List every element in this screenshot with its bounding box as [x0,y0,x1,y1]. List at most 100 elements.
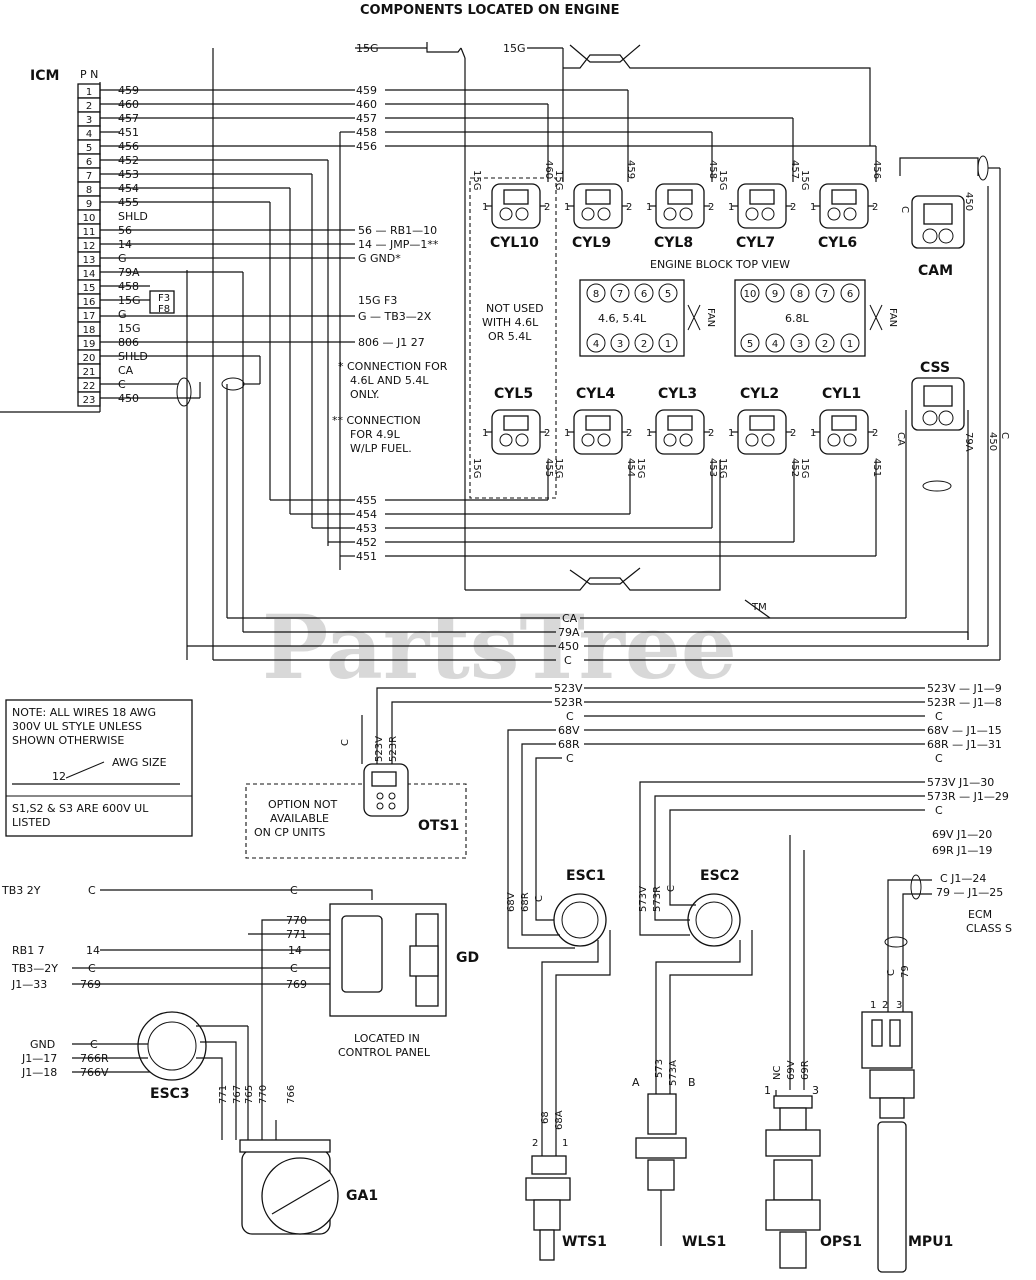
ops1-label: OPS1 [820,1234,862,1250]
bus-c-2: C [566,752,574,765]
term-j1-25: 79 — J1—25 [936,886,1003,899]
engine-small-cylinder-number: 6 [641,289,647,300]
icm-pin-number: 11 [83,227,96,238]
ops1-sensor [765,1090,821,1269]
ops1-wire-69r: 69R [800,1060,811,1080]
engine-small-cylinder-number: 2 [641,339,647,350]
esc3-wire-766v: 766V [80,1066,109,1079]
gd-located-line-1: LOCATED IN [354,1032,420,1045]
wls1-pin-a: A [632,1076,640,1089]
engine-large-cylinder [765,333,785,353]
engine-small-cylinder [658,333,678,353]
bus-label-451: 451 [356,550,377,563]
cyl8-pin-1: 1 [646,202,652,213]
not-used-line-1: NOT USED [486,302,544,315]
awg-number: 12 [52,770,66,783]
icm-pin-number: 6 [86,157,92,168]
engine-small-cylinder [610,283,630,303]
icm-pin-number: 18 [83,325,96,336]
gd-right-wire-c: C [290,962,298,975]
mpu1-sensor [861,1000,915,1273]
term-c-1: C [935,710,943,723]
icm-pin-number: 22 [83,381,96,392]
note-2-line-2: FOR 4.9L [350,428,401,441]
gd-governor-driver [72,889,447,1080]
ga1-wire-767: 767 [232,1085,243,1104]
engine-small-cylinder [634,333,654,353]
engine-large-cylinder [790,333,810,353]
ga1-label: GA1 [346,1188,378,1204]
engine-large-cylinder-number: 3 [797,339,803,350]
icm-pin-number: 12 [83,241,96,252]
term-rb1-10: 56 — RB1—10 [358,224,437,237]
cyl9-label: CYL9 [572,235,611,251]
mpu1-wire-c: C [886,969,897,976]
cyl9-pin-1: 1 [564,202,570,213]
cyl7-label: CYL7 [736,235,775,251]
bus-label-460: 460 [356,98,377,111]
engine-large-cylinder-number: 7 [822,289,828,300]
cyl2-pin-2: 2 [790,428,796,439]
watermark-tm: TM [751,602,767,613]
gd-left-wire-2: 14 [86,944,100,957]
cyl1-pin-1: 1 [810,428,816,439]
engine-small-cylinder-number: 3 [617,339,623,350]
note-line-1: NOTE: ALL WIRES 18 AWG [12,706,156,719]
css-sensor [905,377,969,640]
term-jmp-1: 14 — JMP—1** [358,238,439,251]
awg-size-label: AWG SIZE [112,756,167,769]
fuse-label-top: F3 [158,293,170,304]
term-j1-8: 523R — J1—8 [927,696,1002,709]
engine-size-large: 6.8L [785,312,809,325]
mpu1-pin-3: 3 [896,1000,902,1011]
term-j1-31: 68R — J1—31 [927,738,1002,751]
bus-label-456: 456 [356,140,377,153]
engine-large-cylinder [790,283,810,303]
gd-left-wire-3: C [88,962,96,975]
lower-coil-bus [270,460,877,591]
engine-large-cylinder [840,333,860,353]
note-1-line-3: ONLY. [350,388,380,401]
cyl5-label: CYL5 [494,386,533,402]
watermark: PartsTree [262,595,737,699]
css-label: CSS [920,360,950,376]
cam-sensor [899,155,1001,640]
engine-large-cylinder-number: 10 [744,289,757,300]
esc1-label: ESC1 [566,868,606,884]
cyl8-wire-2: 458 [707,160,718,179]
wls1-wire-573: 573 [654,1059,665,1078]
term-j1-27: 806 — J1 27 [358,336,425,349]
term-c-2: C [935,752,943,765]
bus-label-453: 453 [356,522,377,535]
icm-pin-number: 1 [86,87,92,98]
icm-label: ICM [30,68,59,84]
wts1-wire-68a: 68A [554,1110,565,1130]
bus-label-458: 458 [356,126,377,139]
bus-label-15g-a: 15G [356,42,379,55]
cyl6-pin-1: 1 [810,202,816,213]
bus-523v: 523V [554,682,583,695]
wts1-pin-1: 1 [562,1138,568,1149]
term-gnd: G GND* [358,252,401,265]
term-tb3-2x: G — TB3—2X [358,310,432,323]
cam-label: CAM [918,263,953,279]
cyl7-pin-2: 2 [790,202,796,213]
esc2-connector [639,880,753,1090]
fan-label-right: FAN [887,308,898,327]
gd-left-term-1: TB3 2Y [1,884,41,897]
engine-large-cylinder [815,333,835,353]
term-j1-30: 573V J1—30 [927,776,994,789]
engine-large-cylinder [740,283,760,303]
gd-right-wire-771: 771 [286,928,307,941]
bus-label-15g-b: 15G [503,42,526,55]
icm-pin-number: 19 [83,339,96,350]
icm-pin-number: 23 [83,395,96,406]
ops1-pin-1: 1 [764,1084,771,1097]
wts1-sensor [525,1100,571,1261]
ots1-option-line-3: ON CP UNITS [254,826,325,839]
ops1-pin-3: 3 [812,1084,819,1097]
